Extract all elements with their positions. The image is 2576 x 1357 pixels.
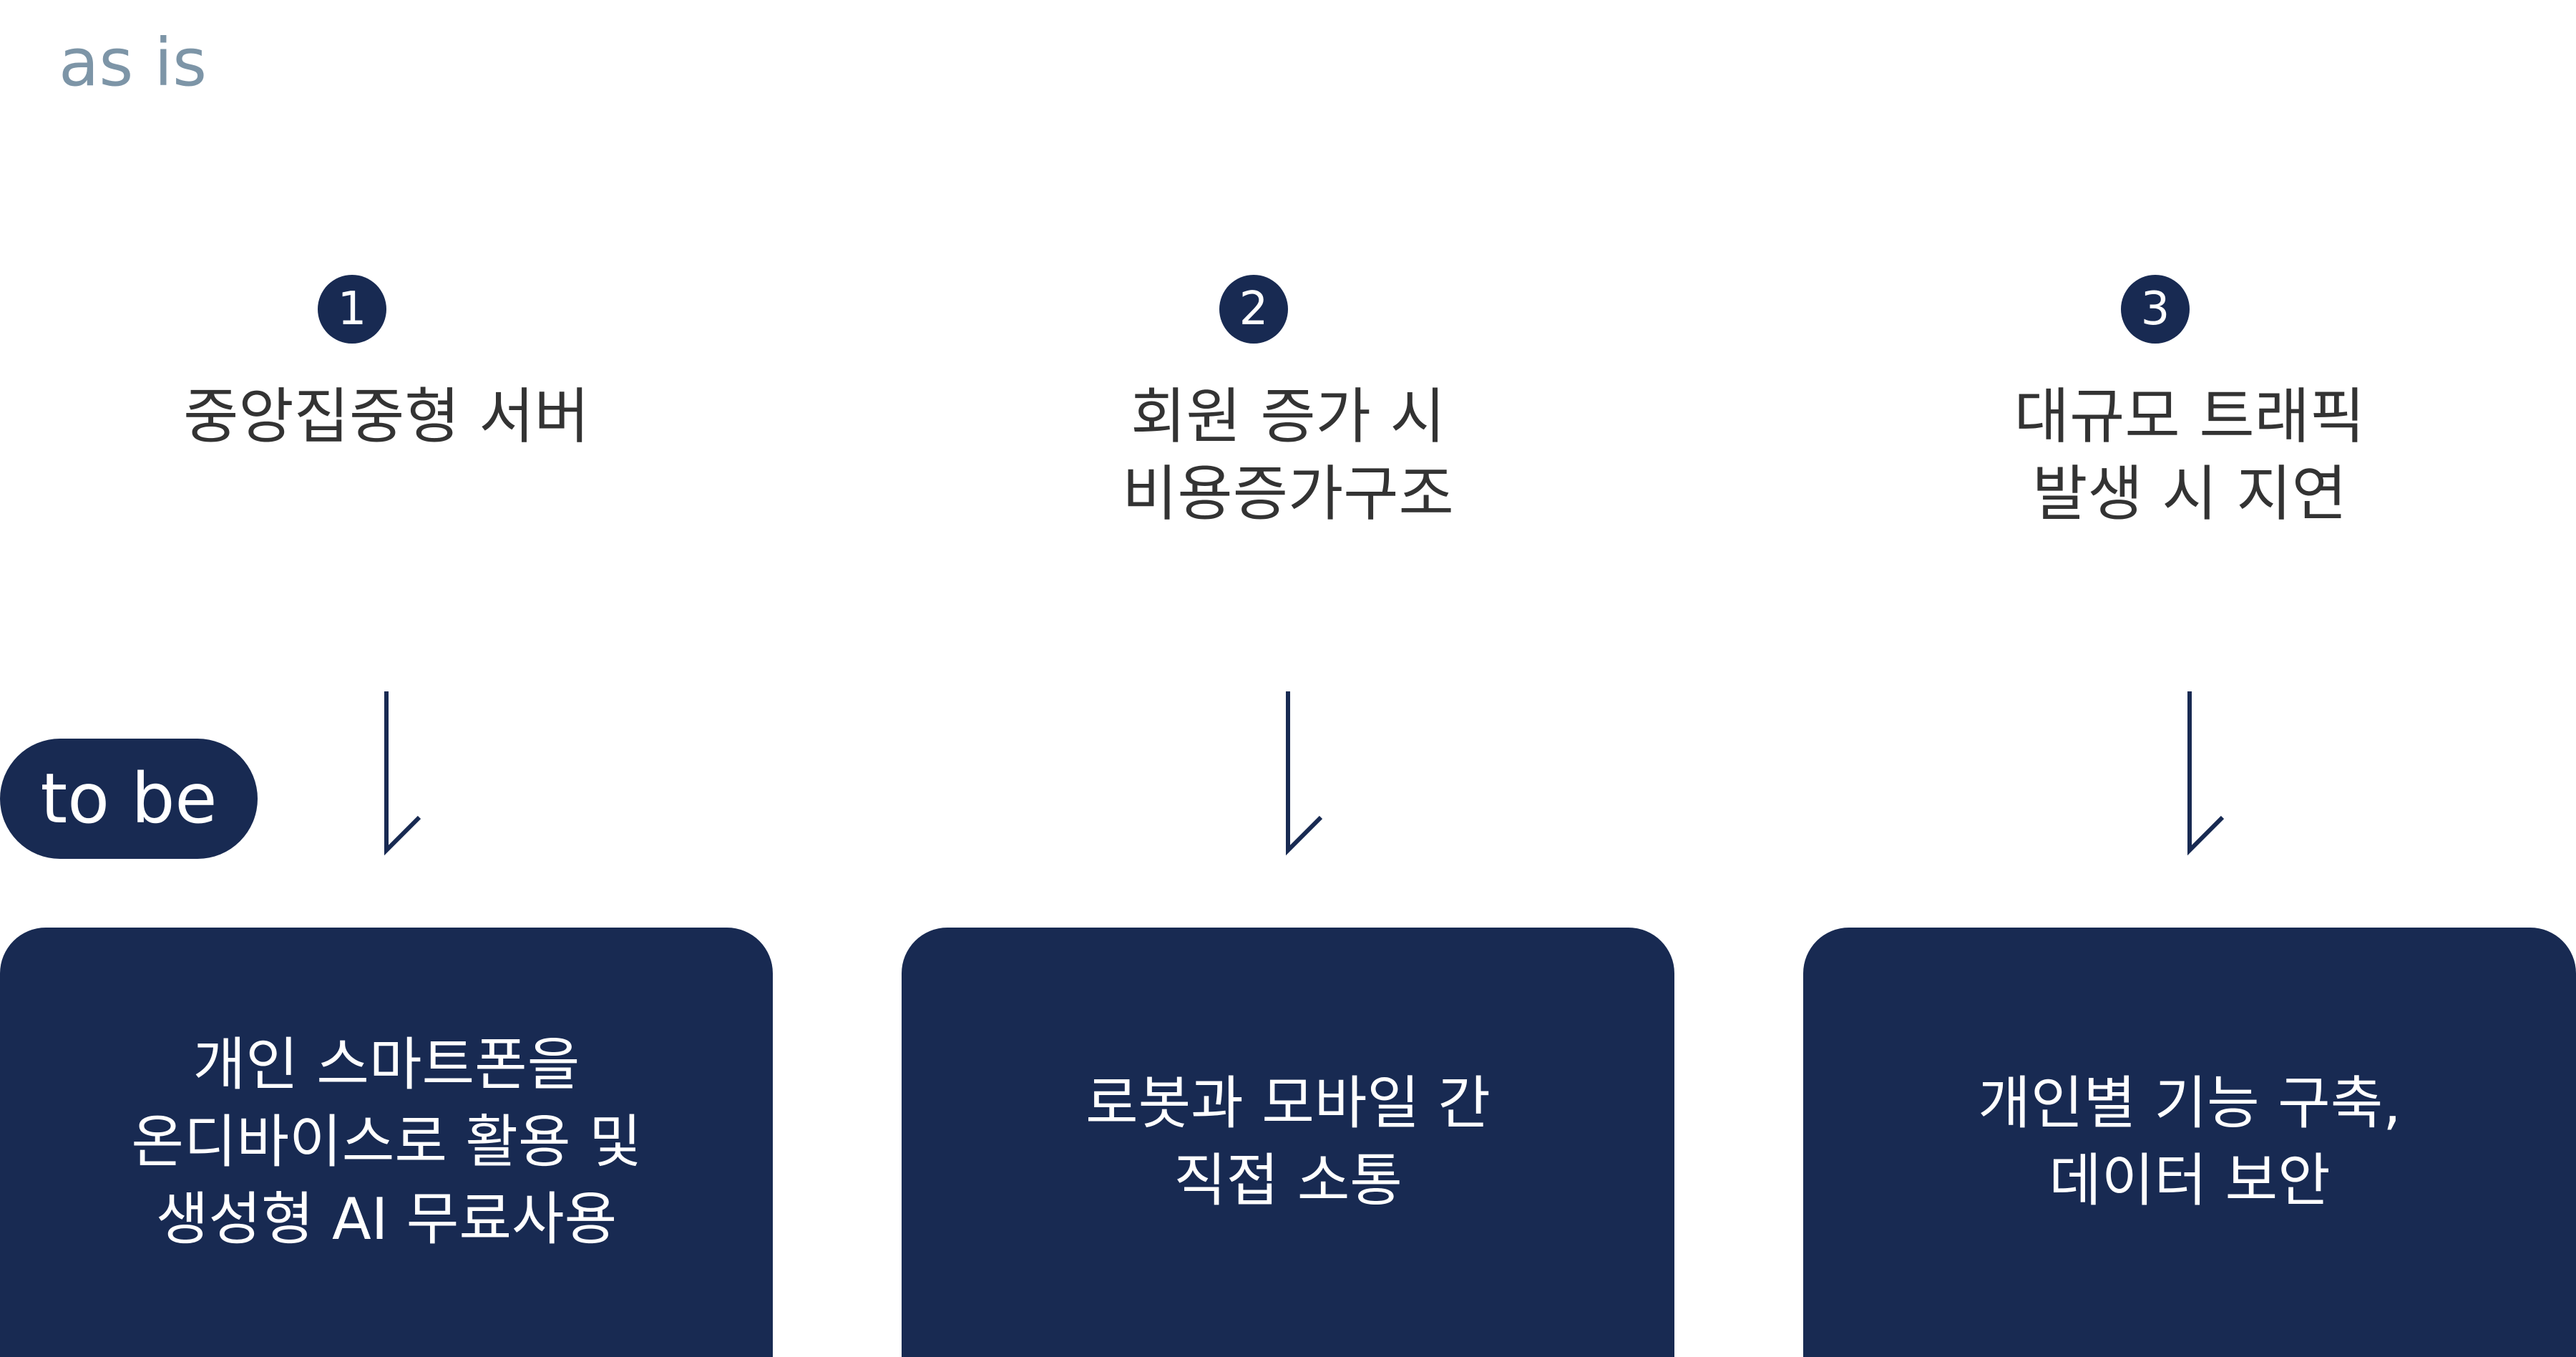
to-be-line: 로봇과 모바일 간	[1085, 1070, 1491, 1137]
arrow-down-icon	[384, 691, 421, 856]
as-is-line: 회원 증가 시	[1131, 381, 1445, 452]
to-be-text-1: 개인 스마트폰을 온디바이스로 활용 및 생성형 AI 무료사용	[29, 1026, 744, 1258]
to-be-text-3: 개인별 기능 구축, 데이터 보안	[1832, 1065, 2547, 1220]
as-is-line: 대규모 트래픽	[2014, 381, 2366, 452]
as-is-text-1: 중앙집중형 서버	[0, 378, 773, 455]
to-be-line: 개인별 기능 구축,	[1978, 1070, 2401, 1137]
to-be-line: 직접 소통	[1174, 1147, 1402, 1214]
to-be-card-3: 개인별 기능 구축, 데이터 보안	[1803, 928, 2576, 1357]
step-badge-2: 2	[1219, 275, 1288, 344]
column-1: 1 중앙집중형 서버 개인 스마트폰을 온디바이스로 활용 및 생성형 AI 무…	[0, 0, 773, 1357]
to-be-line: 개인 스마트폰을	[192, 1031, 580, 1098]
as-is-label: as is	[59, 24, 208, 101]
as-is-text-2: 회원 증가 시 비용증가구조	[902, 378, 1674, 532]
as-is-line: 비용증가구조	[1122, 459, 1454, 529]
to-be-label: to be	[0, 739, 258, 859]
to-be-line: 데이터 보안	[2049, 1147, 2331, 1214]
step-badge-1: 1	[318, 275, 386, 344]
to-be-line: 생성형 AI 무료사용	[155, 1186, 618, 1253]
column-3: 3 대규모 트래픽 발생 시 지연 개인별 기능 구축, 데이터 보안	[1803, 0, 2576, 1357]
as-is-line: 중앙집중형 서버	[183, 381, 590, 452]
column-2: 2 회원 증가 시 비용증가구조 로봇과 모바일 간 직접 소통	[902, 0, 1674, 1357]
to-be-line: 온디바이스로 활용 및	[131, 1109, 642, 1175]
as-is-text-3: 대규모 트래픽 발생 시 지연	[1803, 378, 2576, 532]
to-be-text-2: 로봇과 모바일 간 직접 소통	[930, 1065, 1646, 1220]
arrow-down-icon	[2187, 691, 2225, 856]
as-is-line: 발생 시 지연	[2032, 459, 2347, 529]
step-badge-3: 3	[2121, 275, 2190, 344]
to-be-card-1: 개인 스마트폰을 온디바이스로 활용 및 생성형 AI 무료사용	[0, 928, 773, 1357]
to-be-card-2: 로봇과 모바일 간 직접 소통	[902, 928, 1674, 1357]
arrow-down-icon	[1286, 691, 1323, 856]
